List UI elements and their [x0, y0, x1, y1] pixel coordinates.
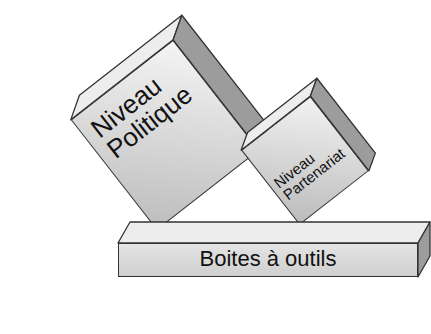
level-label: Boites à outils — [127, 248, 409, 270]
toolbox-slab: Boites à outils — [118, 243, 418, 277]
level-label: Niveau Politique — [86, 54, 205, 163]
level-box: Niveau Partenariat — [241, 95, 369, 224]
level-box: Niveau Politique — [71, 40, 260, 230]
side-face — [418, 222, 430, 277]
top-face — [235, 78, 323, 150]
level-label: Niveau Partenariat — [271, 131, 350, 202]
top-face — [118, 222, 430, 243]
